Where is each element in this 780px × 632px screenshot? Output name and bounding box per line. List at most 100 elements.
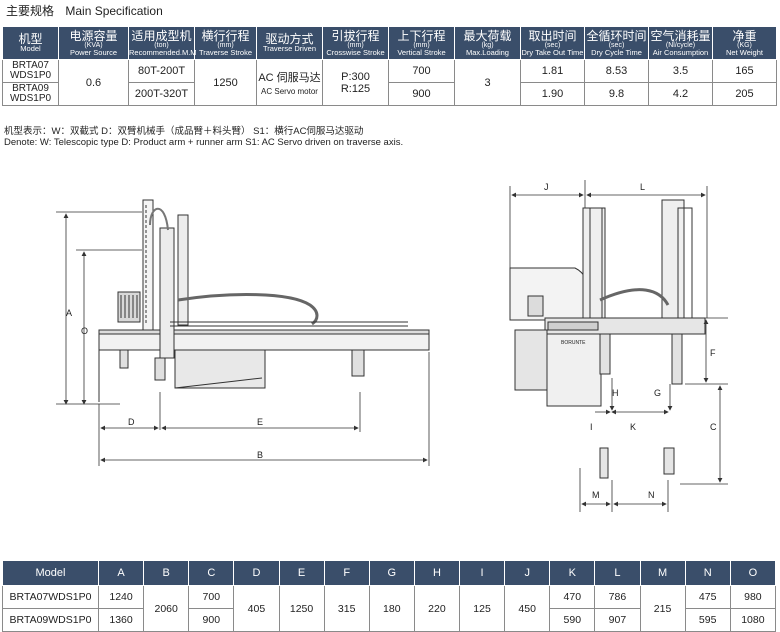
dims-cell-c: 900 [188,608,235,632]
dims-header: B [143,560,190,586]
spec-cell-power: 0.6 [58,59,129,106]
spec-cell-tonnage: 80T-200T [128,59,195,83]
spec-cell-cycle: 9.8 [584,82,649,106]
dims-header: F [323,560,370,586]
dims-cell-i: 125 [458,585,506,632]
dimension-table: Model A B C D E F G H I J K L M N O BRTA… [2,560,777,632]
vertical-arm [159,227,175,359]
spec-cell-traverse: 1250 [194,59,257,106]
spec-cell-air: 4.2 [648,82,713,106]
side-product-gripper [599,447,609,479]
dims-cell-model: BRTA09WDS1P0 [2,608,99,632]
dim-label-n: N [648,490,655,500]
dims-cell-n: 595 [684,608,731,632]
brand-logo: BORUNTE [561,340,586,346]
dims-header: E [278,560,325,586]
dims-header: Model [2,560,99,586]
spec-cell-weight: 165 [712,59,777,83]
spec-header: 电源容量(KVA)Power Source [58,26,129,60]
dims-cell-c: 700 [188,585,235,609]
section-title-cn: 主要规格 [6,4,55,18]
dims-row: BRTA09WDS1P0 1360 900 590 907 595 1080 [2,608,777,632]
model-denote-en: Denote: W: Telescopic type D: Product ar… [4,137,404,148]
dims-cell-g: 180 [368,585,415,632]
runner-gripper [351,349,365,377]
dims-cell-j: 450 [504,585,551,632]
dim-label-f: F [710,348,716,358]
dims-cell-e: 1250 [278,585,325,632]
product-gripper [154,357,166,381]
dim-label-m: M [592,490,600,500]
side-arm-stroke [661,199,685,329]
dims-cell-m: 215 [639,585,686,632]
dim-label-e: E [257,417,263,427]
side-view [509,199,706,479]
dims-row: BRTA07WDS1P0 1240 2060 700 405 1250 315 … [2,585,777,632]
dim-label-a: A [66,308,72,318]
dim-label-h: H [612,388,619,398]
dims-cell-a: 1240 [97,585,145,609]
robot-base [174,349,266,389]
spec-header: 引拔行程(mm)Crosswise Stroke [322,26,389,60]
dims-cell-h: 220 [413,585,461,632]
dims-header: N [684,560,731,586]
model-denote-cn: 机型表示：W：双截式 D：双臂机械手（成品臂＋料头臂） S1：横行AC伺服马达驱… [4,126,364,137]
section-title-en: Main Specification [65,4,163,18]
dims-header: I [458,560,506,586]
dims-header: J [504,560,551,586]
spec-header: 净重(KG)Net Weight [712,26,777,60]
spec-header: 横行行程(mm)Traverse Stroke [194,26,257,60]
dims-header: M [639,560,686,586]
dims-header: L [594,560,641,586]
dims-header: K [549,560,596,586]
side-view-dimensions [509,180,728,512]
dims-header: D [233,560,280,586]
side-runner-gripper [663,447,675,475]
dims-header-row: Model A B C D E F G H I J K L M N O [2,560,777,586]
dims-header: H [413,560,461,586]
dims-cell-k: 590 [549,608,596,632]
dim-label-c: C [710,422,717,432]
dims-header: G [368,560,415,586]
dim-label-g: G [654,388,661,398]
dims-cell-f: 315 [323,585,370,632]
spec-cell-weight: 205 [712,82,777,106]
dim-label-j: J [544,182,549,192]
dims-cell-l: 907 [594,608,641,632]
dims-cell-d: 405 [233,585,280,632]
dims-cell-k: 470 [549,585,596,609]
spec-cell-tonnage: 200T-320T [128,82,195,106]
spec-cell-air: 3.5 [648,59,713,83]
dims-header: O [729,560,777,586]
spec-cell-takeout: 1.90 [520,82,585,106]
dims-cell-n: 475 [684,585,731,609]
spec-header: 最大荷载(kg)Max.Loading [454,26,521,60]
spec-cell-vertical: 900 [388,82,455,106]
dim-label-i: I [590,422,593,432]
front-view-dimensions [56,211,430,466]
dims-cell-o: 980 [729,585,777,609]
side-control-box [514,329,548,391]
spec-header: 全循环时间(sec)Dry Cycle Time [584,26,649,60]
dim-label-o: O [81,326,88,336]
section-title: 主要规格 Main Specification [6,2,163,19]
dim-label-k: K [630,422,636,432]
dim-label-b: B [257,450,263,460]
spec-cell-takeout: 1.81 [520,59,585,83]
dims-cell-a: 1360 [97,608,145,632]
dims-cell-b: 2060 [143,585,190,632]
dims-cell-o: 1080 [729,608,777,632]
front-view [98,199,430,402]
dims-header: C [188,560,235,586]
dims-cell-l: 786 [594,585,641,609]
dim-label-l: L [640,182,645,192]
dims-cell-model: BRTA07WDS1P0 [2,585,99,609]
dim-label-d: D [128,417,135,427]
